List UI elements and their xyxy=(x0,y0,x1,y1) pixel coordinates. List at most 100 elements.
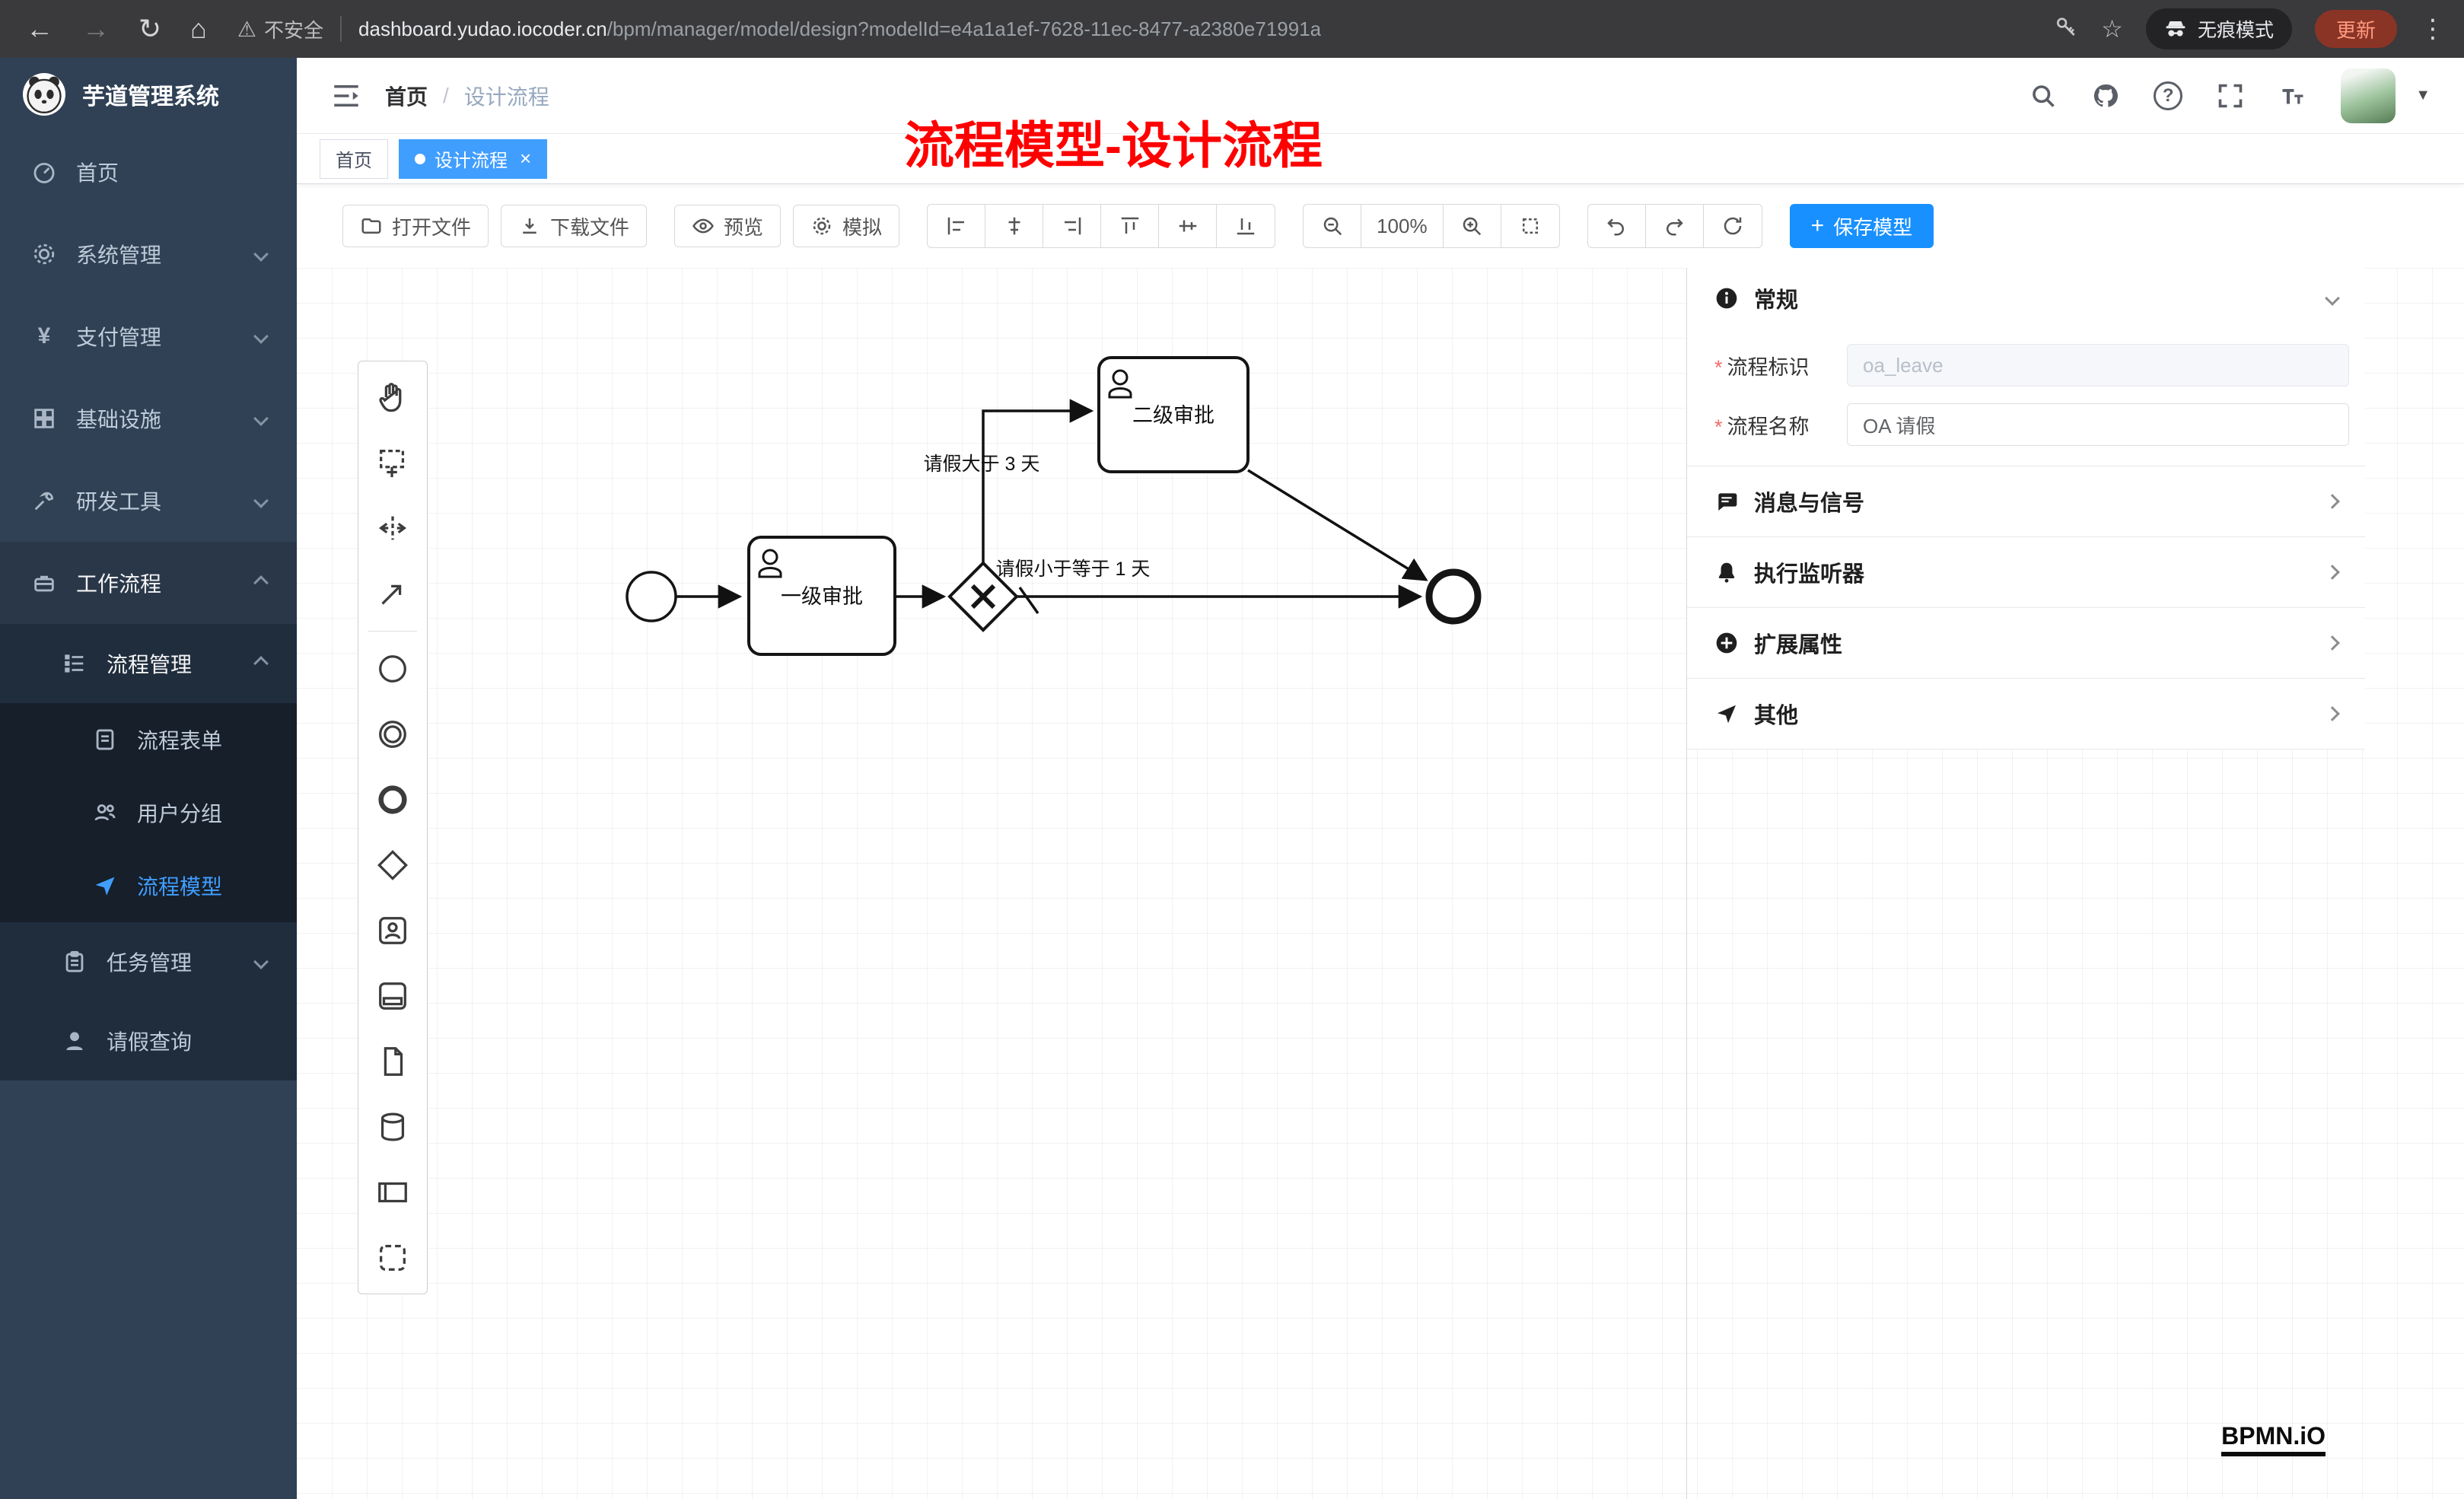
open-file-button[interactable]: 打开文件 xyxy=(342,205,489,247)
section-title: 扩展属性 xyxy=(1754,633,1843,657)
align-right-button[interactable] xyxy=(1043,205,1102,247)
sidebar-item-leave-query[interactable]: 请假查询 xyxy=(0,1001,297,1080)
section-general: 常规 *流程标识 *流程名称 xyxy=(1687,268,2365,466)
zoom-level: 100% xyxy=(1361,205,1444,247)
create-intermediate-event[interactable] xyxy=(358,702,427,767)
create-user-task[interactable] xyxy=(358,898,427,963)
flow-gateway-to-task2[interactable] xyxy=(982,399,1094,563)
process-key-input[interactable] xyxy=(1847,344,2349,387)
avatar-caret-icon[interactable]: ▼ xyxy=(2415,87,2431,103)
bpmn-canvas[interactable]: 一级审批 二级审批 xyxy=(297,268,2464,1499)
address-bar[interactable]: ⚠ 不安全 dashboard.yudao.iocoder.cn/bpm/man… xyxy=(237,15,2031,43)
bpmn-user-task-2[interactable]: 二级审批 xyxy=(1097,356,1250,473)
section-execution-listener-header[interactable]: 执行监听器 xyxy=(1687,537,2365,607)
search-icon[interactable] xyxy=(2029,81,2058,110)
zoom-fit-button[interactable] xyxy=(1501,205,1559,247)
redo-button[interactable] xyxy=(1646,205,1704,247)
sidebar-item-label: 流程表单 xyxy=(137,729,223,753)
restart-button[interactable] xyxy=(1704,205,1762,247)
tab-close-icon[interactable]: × xyxy=(520,147,532,170)
user-avatar[interactable] xyxy=(2341,68,2396,123)
chevron-right-icon xyxy=(2325,565,2340,580)
bpmn-start-event[interactable] xyxy=(626,571,677,622)
process-name-input[interactable] xyxy=(1847,403,2349,446)
lasso-tool[interactable] xyxy=(358,430,427,495)
sidebar-item-process-forms[interactable]: 流程表单 xyxy=(0,703,297,776)
tab-home[interactable]: 首页 xyxy=(320,138,388,179)
section-message-signal-header[interactable]: 消息与信号 xyxy=(1687,466,2365,536)
github-icon[interactable] xyxy=(2091,81,2120,110)
bpmn-exclusive-gateway[interactable] xyxy=(947,561,1019,632)
hand-tool[interactable] xyxy=(358,364,427,430)
sidebar-item-home[interactable]: 首页 xyxy=(0,131,297,213)
sidebar-item-infra[interactable]: 基础设施 xyxy=(0,377,297,460)
download-file-button[interactable]: 下载文件 xyxy=(501,205,648,247)
section-extended-attrs-header[interactable]: 扩展属性 xyxy=(1687,608,2365,678)
not-secure-warning-icon: ⚠ xyxy=(237,17,257,41)
help-icon[interactable]: ? xyxy=(2154,81,2183,110)
align-middle-button[interactable] xyxy=(1159,205,1218,247)
sidebar-item-devtools[interactable]: 研发工具 xyxy=(0,460,297,542)
incognito-icon xyxy=(2166,21,2185,37)
tab-design-process[interactable]: 设计流程 × xyxy=(399,138,548,179)
create-gateway[interactable] xyxy=(358,832,427,898)
sidebar-item-process-mgmt[interactable]: 流程管理 xyxy=(0,624,297,703)
section-other-header[interactable]: 其他 xyxy=(1687,679,2365,749)
forward-button[interactable]: → xyxy=(82,13,110,44)
create-end-event[interactable] xyxy=(358,767,427,832)
bpmn-end-event[interactable] xyxy=(1425,568,1482,625)
section-title: 执行监听器 xyxy=(1754,562,1865,587)
create-pool[interactable] xyxy=(358,1160,427,1225)
sidebar-item-process-models[interactable]: 流程模型 xyxy=(0,849,297,922)
incognito-label: 无痕模式 xyxy=(2197,20,2274,41)
navbar-actions: ? ▼ xyxy=(2029,68,2431,123)
align-center-h-button[interactable] xyxy=(985,205,1044,247)
breadcrumb-home[interactable]: 首页 xyxy=(385,84,428,109)
sidebar-item-task-mgmt[interactable]: 任务管理 xyxy=(0,922,297,1001)
security-label: 不安全 xyxy=(264,18,324,42)
fullscreen-icon[interactable] xyxy=(2216,81,2245,110)
password-key-icon[interactable] xyxy=(2054,14,2078,44)
bookmark-star-icon[interactable]: ☆ xyxy=(2101,15,2123,43)
logo[interactable]: 芋道管理系统 xyxy=(0,58,297,131)
sidebar-item-user-groups[interactable]: 用户分组 xyxy=(0,776,297,849)
align-bottom-button[interactable] xyxy=(1217,205,1275,247)
tags-view-bar: 首页 设计流程 × xyxy=(297,134,2464,184)
create-document[interactable] xyxy=(358,1029,427,1094)
home-button[interactable]: ⌂ xyxy=(190,13,207,44)
zoom-in-button[interactable] xyxy=(1444,205,1501,247)
zoom-out-button[interactable] xyxy=(1304,205,1362,247)
sidebar-item-system[interactable]: 系统管理 xyxy=(0,213,297,295)
section-general-header[interactable]: 常规 xyxy=(1687,268,2365,329)
bpmn-io-logo[interactable]: BPMN.iO xyxy=(2221,1422,2326,1456)
simulate-label: 模拟 xyxy=(842,215,883,239)
preview-button[interactable]: 预览 xyxy=(674,205,782,247)
create-data-store[interactable] xyxy=(358,1094,427,1160)
create-task[interactable] xyxy=(358,963,427,1029)
flow-label-gt[interactable]: 请假大于 3 天 xyxy=(924,454,1040,475)
sidebar-fold-icon[interactable] xyxy=(330,80,362,112)
sidebar-item-payment[interactable]: ¥ 支付管理 xyxy=(0,295,297,377)
global-connect-tool[interactable] xyxy=(358,561,427,626)
sidebar-item-workflow[interactable]: 工作流程 xyxy=(0,542,297,624)
align-top-button[interactable] xyxy=(1101,205,1160,247)
back-button[interactable]: ← xyxy=(26,13,53,44)
flow-label-le[interactable]: 请假小于等于 1 天 xyxy=(996,559,1151,580)
save-model-button[interactable]: + 保存模型 xyxy=(1789,204,1934,248)
space-tool[interactable] xyxy=(358,495,427,561)
reload-button[interactable]: ↻ xyxy=(138,13,162,44)
browser-menu-icon[interactable]: ⋮ xyxy=(2420,14,2446,43)
undo-button[interactable] xyxy=(1588,205,1646,247)
simulate-button[interactable]: 模拟 xyxy=(793,205,900,247)
chrome-update-button[interactable]: 更新 xyxy=(2314,10,2397,48)
chevron-down-icon xyxy=(253,329,269,344)
font-size-icon[interactable] xyxy=(2278,81,2307,110)
bpmn-user-task-1[interactable]: 一级审批 xyxy=(747,536,896,656)
users-icon xyxy=(91,799,119,826)
create-group[interactable] xyxy=(358,1225,427,1291)
align-left-button[interactable] xyxy=(928,205,986,247)
chevron-down-icon xyxy=(253,247,269,262)
required-mark: * xyxy=(1714,415,1723,438)
create-start-event[interactable] xyxy=(358,636,427,702)
flow-task2-to-end[interactable] xyxy=(1247,469,1428,581)
